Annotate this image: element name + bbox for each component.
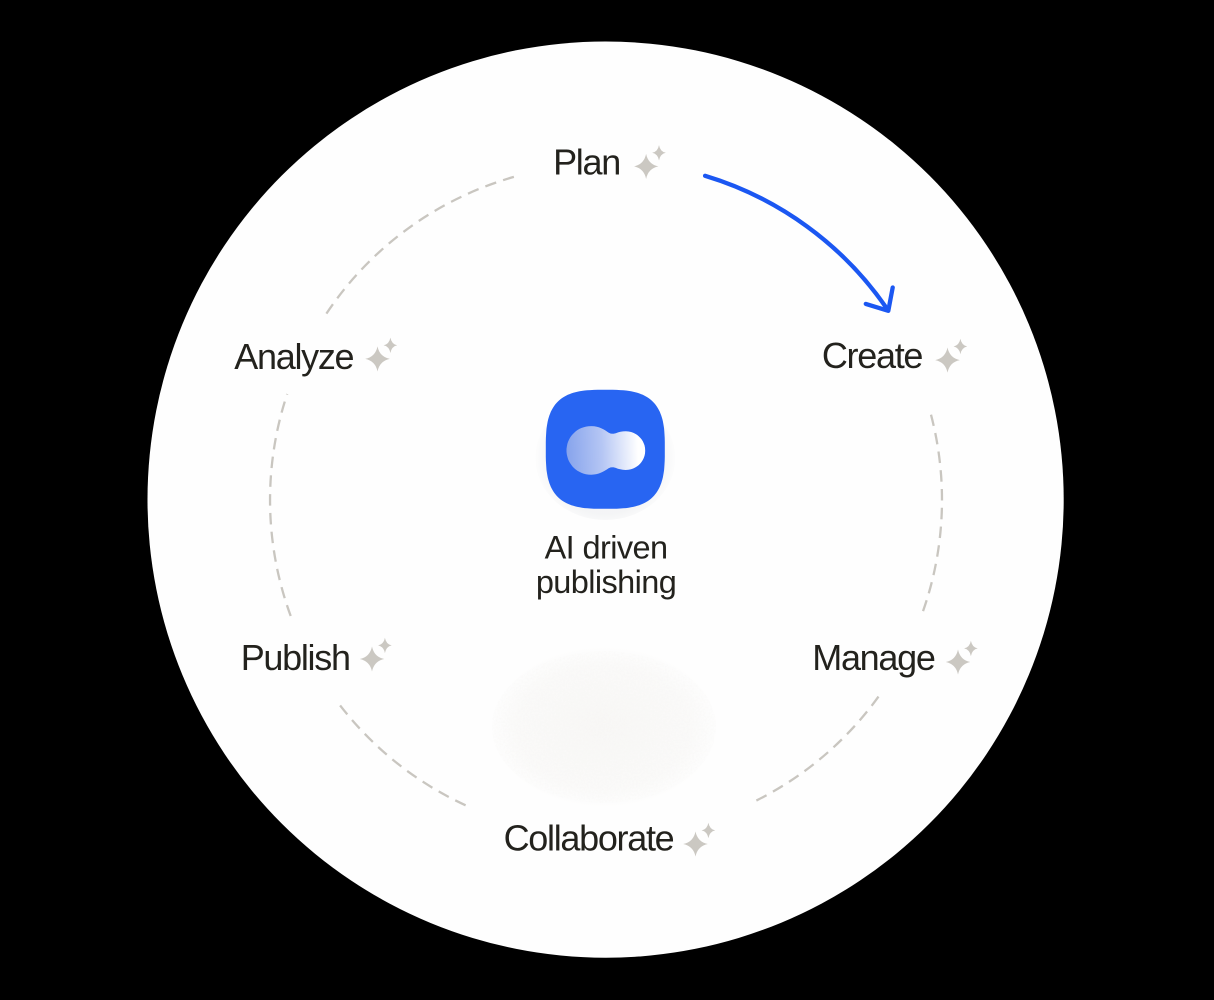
svg-text:Plan: Plan: [553, 142, 620, 183]
svg-text:Create: Create: [822, 335, 923, 376]
svg-text:publishing: publishing: [536, 564, 676, 600]
svg-text:Manage: Manage: [812, 637, 935, 678]
svg-text:Publish: Publish: [241, 637, 350, 678]
svg-text:AI driven: AI driven: [545, 529, 668, 565]
svg-text:Collaborate: Collaborate: [504, 818, 674, 859]
svg-text:Analyze: Analyze: [234, 336, 353, 377]
